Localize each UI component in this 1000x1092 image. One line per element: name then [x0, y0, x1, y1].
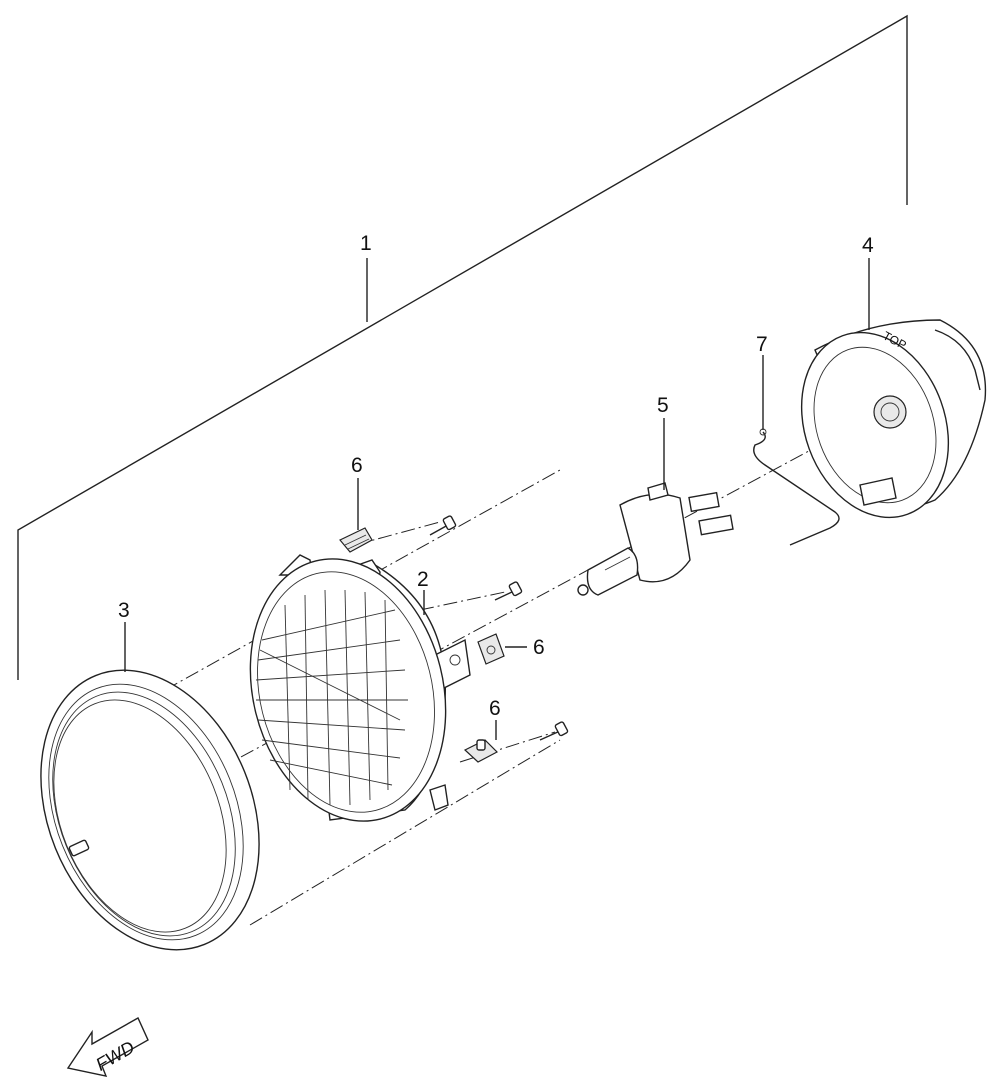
clip-nut-part-6-upper: [339, 527, 373, 553]
clip-nut-part-6-lower: [463, 739, 499, 763]
lens-prism-pattern: [255, 589, 408, 806]
callout-7: 7: [756, 333, 768, 356]
headlight-unit-part-2: [249, 554, 471, 822]
callout-2: 2: [417, 568, 429, 591]
callout-6-upper: 6: [351, 454, 363, 477]
callout-6-lower: 6: [489, 697, 501, 720]
assembly-bracket-part-1: [17, 14, 908, 680]
clip-nut-part-6-middle: [477, 633, 505, 665]
screw-upper: [429, 515, 457, 536]
callout-1: 1: [360, 232, 372, 255]
headlight-rim-part-3: [40, 669, 260, 951]
rim-tab: [68, 839, 90, 857]
callout-5: 5: [657, 394, 669, 417]
fwd-arrow-icon: FWD: [66, 1017, 149, 1077]
screw-lower: [539, 721, 569, 741]
socket-cover-part-4: TOP: [800, 319, 987, 519]
callout-6-middle: 6: [533, 636, 545, 659]
bulb-part-5: [577, 482, 734, 596]
callout-3: 3: [118, 599, 130, 622]
callout-leaders: [124, 258, 870, 740]
screw-middle: [494, 581, 523, 601]
callout-4: 4: [862, 234, 874, 257]
